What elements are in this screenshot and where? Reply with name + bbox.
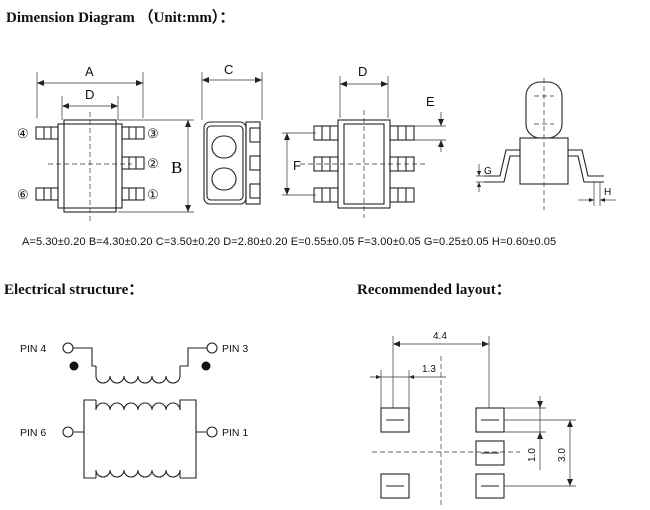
dim-c-label: C [224,62,233,77]
dim-a-label: A [85,64,94,79]
pin3-label: PIN 3 [222,343,248,355]
lead-view: D [282,64,446,218]
dim-d-label-side: D [358,64,367,79]
side-view: C [201,62,263,205]
pin-number-4: ④ [17,126,29,141]
layout-width-44: 4.4 [433,331,447,342]
layout-height-30: 3.0 [557,448,568,462]
front-view: G H [476,78,616,210]
top-view: A D [17,64,194,222]
electrical-schematic: PIN 4 PIN 3 PIN 6 PIN 1 [20,342,248,479]
pcb-layout: 4.4 1.3 [370,331,576,508]
dim-b-label: B [171,158,182,177]
pin-number-2: ② [147,156,159,171]
layout-height-10: 1.0 [527,448,538,462]
electrical-heading: Electrical structure： [4,282,144,298]
dim-g-label: G [484,166,492,177]
dimension-heading: Dimension Diagram （Unit:mm）： [6,10,235,26]
dim-f-label: F [293,158,301,173]
dim-e-label: E [426,94,435,109]
layout-width-13: 1.3 [422,364,436,375]
pin4-label: PIN 4 [20,343,46,355]
pin-number-1: ① [147,187,159,202]
pin-number-6: ⑥ [17,187,29,202]
layout-heading: Recommended layout： [357,282,511,298]
pin-number-3: ③ [147,126,159,141]
dim-d-label-top: D [85,87,94,102]
dimension-specs: A=5.30±0.20 B=4.30±0.20 C=3.50±0.20 D=2.… [22,236,557,248]
pin6-label: PIN 6 [20,427,46,439]
dim-h-label: H [604,187,611,198]
pin1-label: PIN 1 [222,427,248,439]
